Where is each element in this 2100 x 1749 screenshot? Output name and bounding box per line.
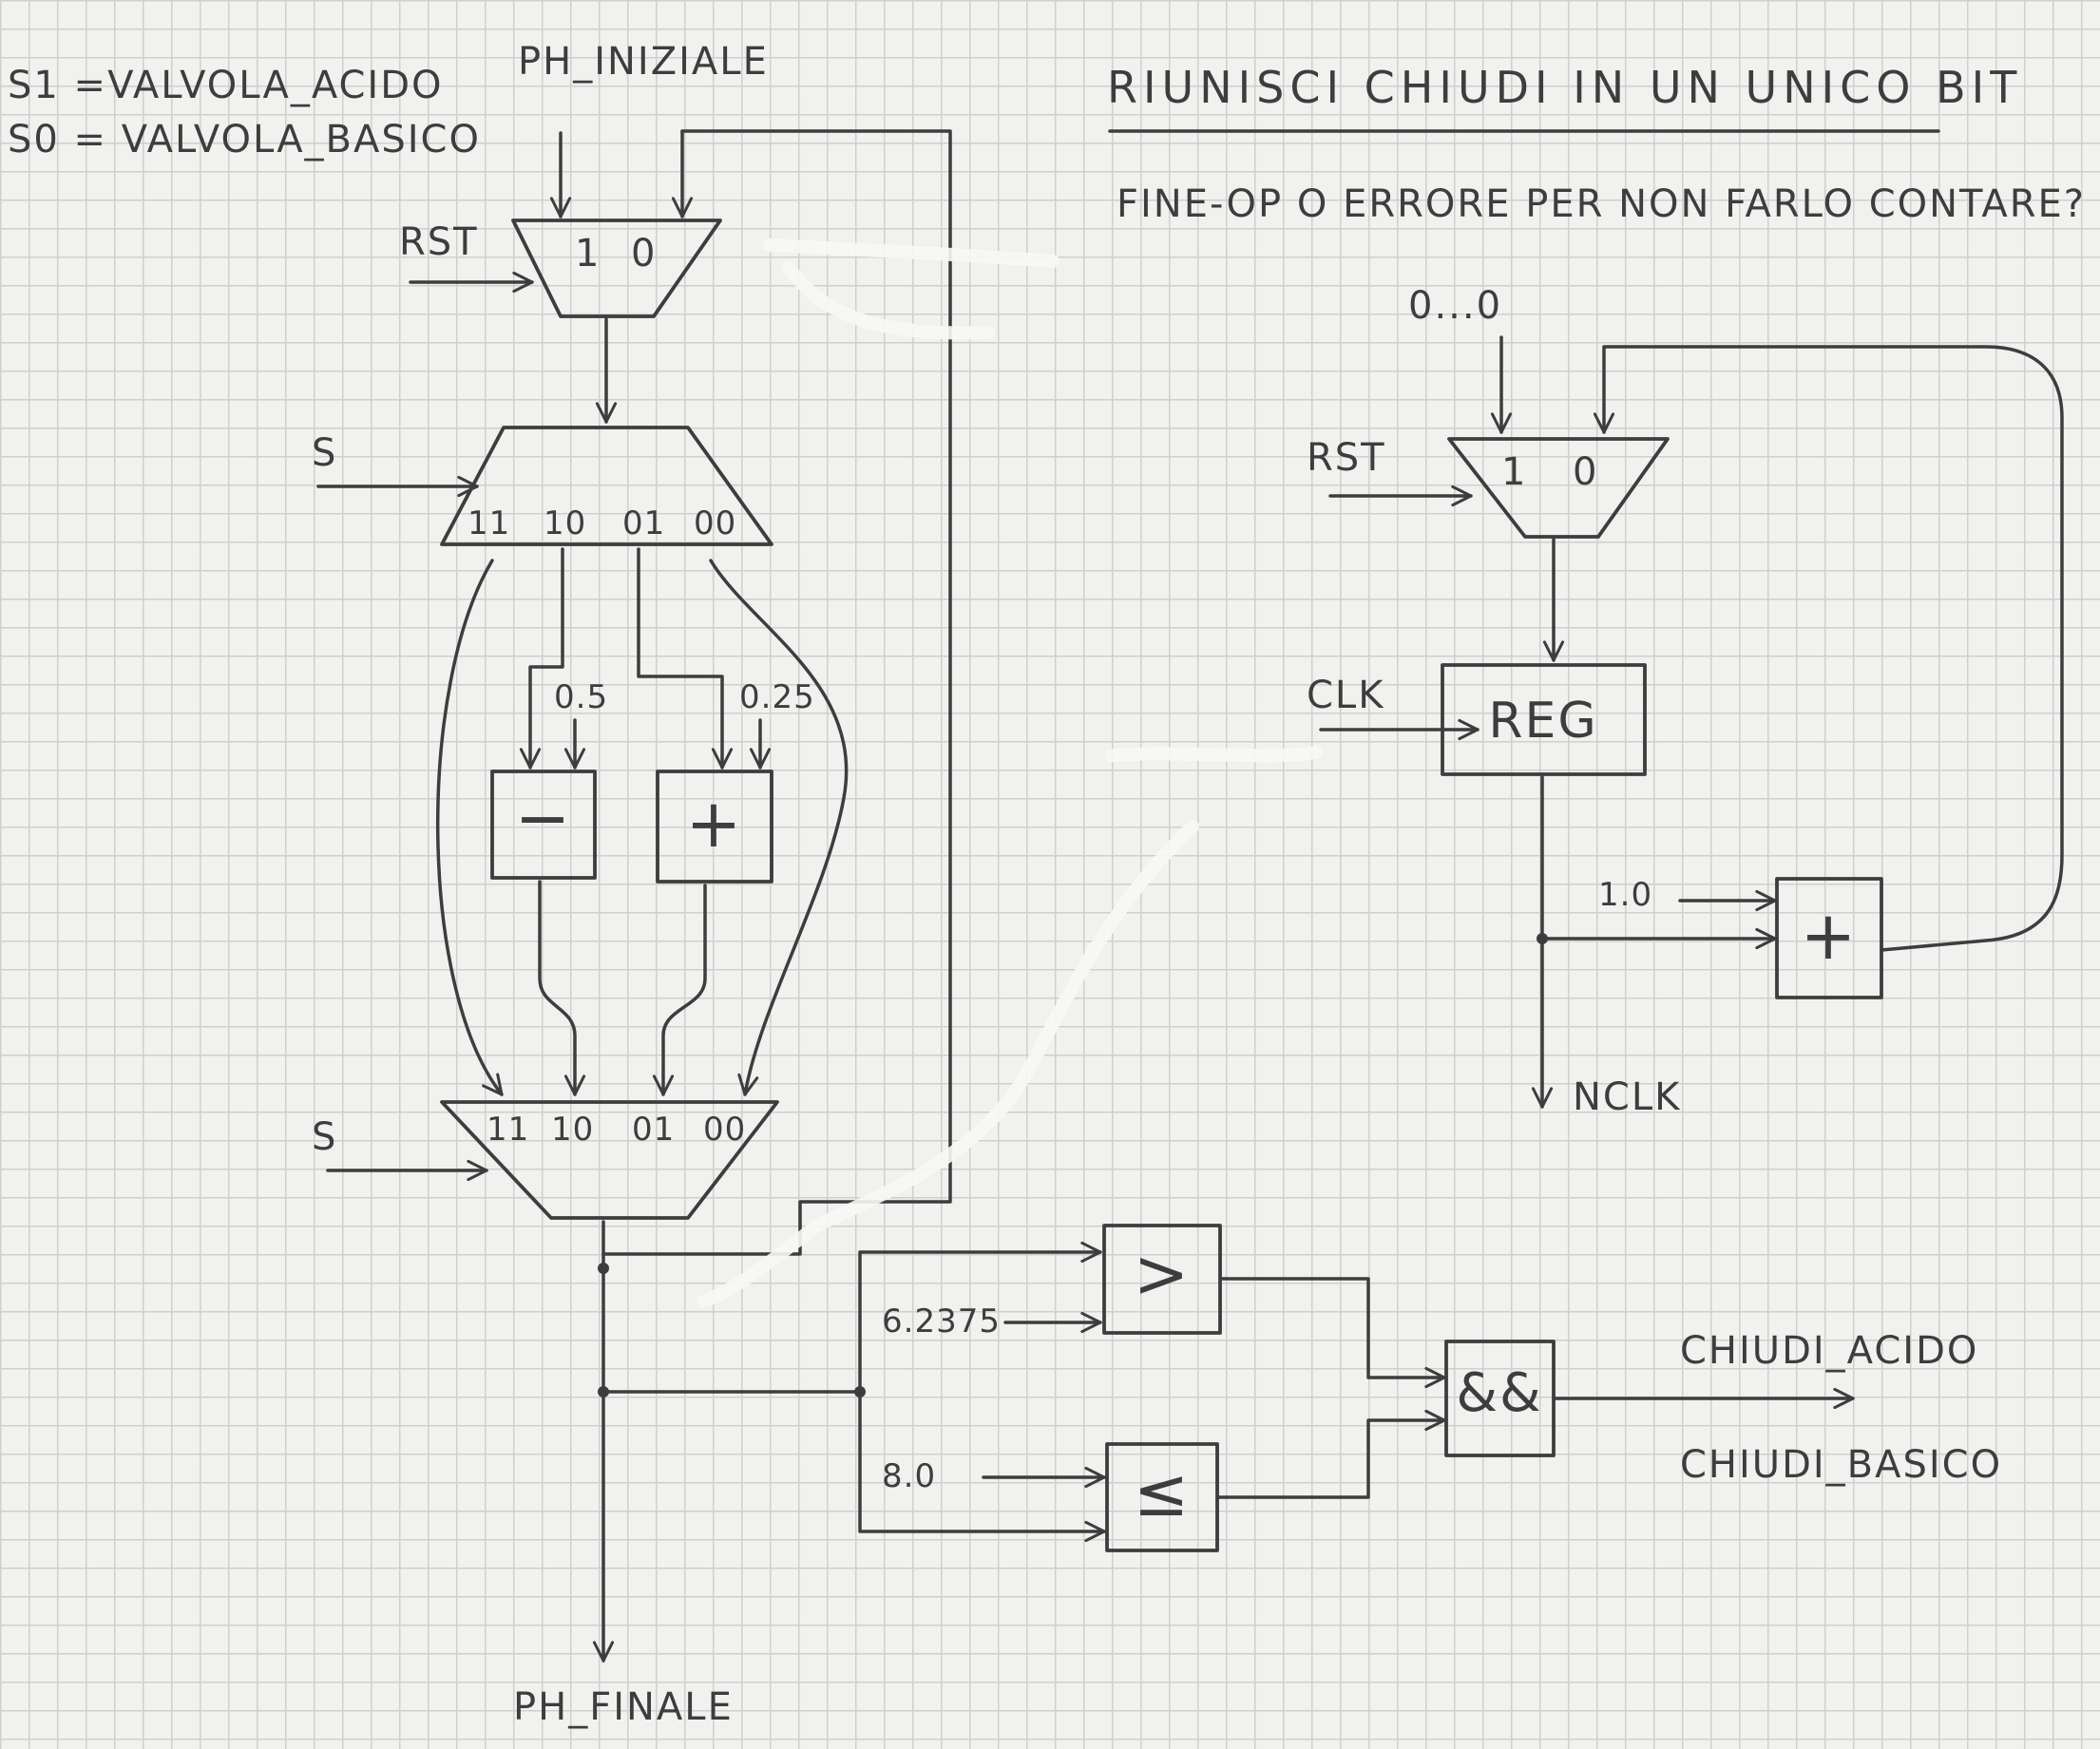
counter-mux-in-1: 1 [1501,450,1527,494]
const-gt: 6.2375 [882,1302,1001,1340]
counter-mux-in-0: 0 [1573,450,1598,494]
sub-unit [490,770,597,880]
mux-in-00: 00 [703,1111,746,1149]
legend-s1: S1 =VALVOLA_ACIDO [8,64,444,107]
demux-out-01: 01 [622,504,665,542]
wire-01-to-add [637,547,734,770]
wire-to-le [858,1390,1106,1543]
le-symbol: ≤ [1134,1454,1192,1531]
reg-label: REG [1488,693,1597,750]
and-symbol: && [1456,1362,1542,1424]
out-label-acido: CHIUDI_ACIDO [1680,1329,1978,1373]
counter-init-label: 0...0 [1408,284,1502,328]
counter-add-symbol: + [1801,897,1859,975]
demux-out-00: 00 [694,504,736,542]
wire-10-to-sub [519,547,564,770]
init-mux-in-1: 1 [575,232,601,276]
wire-to-gt [858,1241,1102,1394]
sel-demux [440,426,773,546]
wire-add-to-mux [652,884,707,1096]
ph-final-label: PH_FINALE [513,1685,734,1729]
wire-counter-feedback [1593,345,2064,952]
init-mux [511,219,722,318]
demux-out-11: 11 [468,504,510,542]
junction-feedback [598,1263,609,1274]
clock-counter: 0...0 1 0 RST REG CLK 1.0 + NCLK [1307,284,2064,1119]
clk-label: CLK [1307,674,1384,717]
sel-label-bottom: S [312,1115,337,1159]
mux-in-01: 01 [632,1111,675,1149]
add-symbol: + [686,785,744,863]
header-note: FINE-OP O ERRORE PER NON FARLO CONTARE? [1117,182,2086,226]
wire-le-to-and [1215,1409,1446,1499]
wire-sub-to-mux [538,880,586,1096]
sub-symbol: − [515,779,573,857]
add-const: 0.25 [739,678,815,716]
counter-adder [1775,877,1883,999]
out-label-basico: CHIUDI_BASICO [1680,1443,2002,1487]
rst-label: RST [399,220,479,264]
sel-label-top: S [312,431,337,475]
header-title: RIUNISCI CHIUDI IN UN UNICO BIT [1107,62,2022,113]
sel-mux [440,1100,779,1220]
demux-out-10: 10 [544,504,586,542]
ph-initial-label: PH_INIZIALE [518,40,769,84]
erased-sketch-top [763,238,1060,340]
register [1441,663,1647,776]
legend-s0: S0 = VALVOLA_BASICO [8,118,481,162]
range-check: 6.2375 8.0 > ≤ && CHIUDI_ACIDO CHIUDI_BA… [601,1224,2002,1552]
wire-00-bypass [709,559,849,1096]
counter-rst-label: RST [1307,436,1386,480]
counter-mux [1447,437,1670,539]
gt-symbol: > [1134,1235,1192,1313]
mux-in-11: 11 [487,1111,529,1149]
ph-datapath: PH_INIZIALE 1 0 RST 11 10 01 00 S − + 0.… [312,40,952,1729]
sub-const: 0.5 [554,678,608,716]
nclk-label: NCLK [1573,1075,1681,1119]
wire-11-bypass [435,559,504,1096]
add-unit [656,770,773,884]
mux-in-10: 10 [551,1111,594,1149]
const-le: 8.0 [882,1457,936,1495]
inc-const: 1.0 [1598,876,1652,914]
erased-sketch-middle [697,746,1323,1308]
wire-gt-to-and [1218,1277,1446,1389]
init-mux-in-0: 0 [631,232,657,276]
